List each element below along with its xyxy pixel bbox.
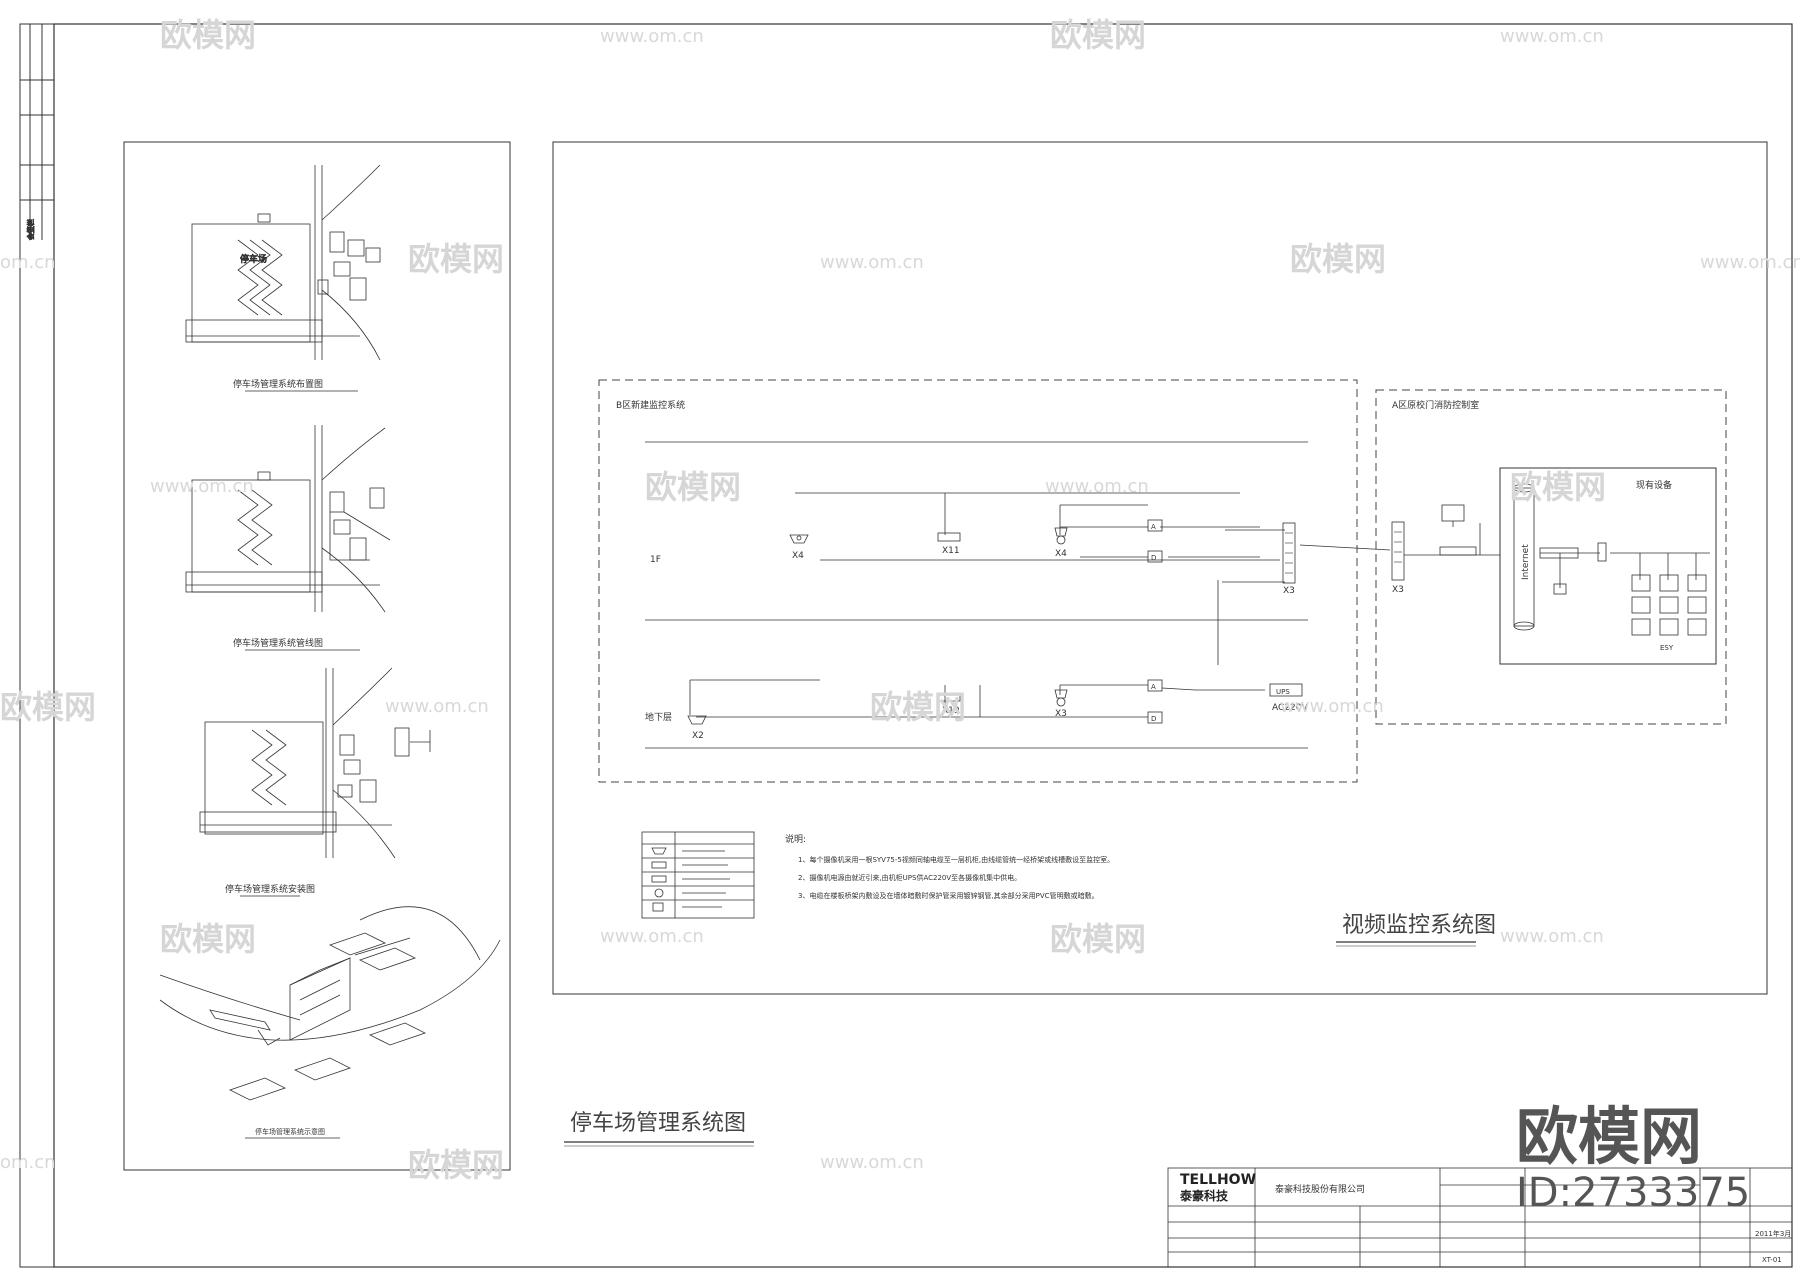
parking-layout-plan: 停车场 xyxy=(185,164,381,361)
watermark-brand: 欧模网 xyxy=(408,240,504,278)
watermark-brand: 欧模网 xyxy=(160,16,256,54)
watermark-url: www.om.cn xyxy=(600,26,704,47)
server-grid xyxy=(1631,574,1707,636)
box-a-b1-label: A xyxy=(1151,683,1156,691)
svg-text:会签栏: 会签栏 xyxy=(26,219,35,240)
zone-a-box xyxy=(1375,389,1727,725)
watermark-url: www.om.cn xyxy=(1500,926,1604,947)
internet-cylinder xyxy=(1513,483,1535,631)
watermark-url: www.om.cn xyxy=(820,252,924,273)
watermark-brand: 欧模网 xyxy=(1510,468,1606,506)
dome-camera-x3 xyxy=(1054,689,1068,707)
decoder-x19 xyxy=(937,692,961,702)
cctv-panel: B区新建监控系统 A区原校门消防控制室 1F 地下层 xyxy=(552,141,1768,995)
ac220v-label: AC220V xyxy=(1272,703,1308,713)
box-a-1f-label: A xyxy=(1151,523,1156,531)
box-d-b1 xyxy=(1147,711,1163,724)
legend-table xyxy=(641,831,755,919)
watermark-url: om.cn xyxy=(0,252,56,273)
watermark-url: www.om.cn xyxy=(385,696,489,717)
camera-x4-label: X4 xyxy=(792,551,804,561)
note-2: 2、摄像机电源由就近引来,由机柜UPS供AC220V至各摄像机集中供电。 xyxy=(798,873,1021,882)
watermark-brand: 欧模网 xyxy=(1050,16,1146,54)
parking-perspective-view xyxy=(159,906,501,1101)
parking-panel: 停车场 停车场管理系统布置图 停车场管理系统管线图 xyxy=(123,141,511,1171)
note-1: 1、每个摄像机采用一根SYV75-5视频同轴电缆至一层机柜,由线缆管统一经桥架或… xyxy=(798,855,1114,864)
parking-layout-label: 停车场管理系统布置图 xyxy=(233,378,323,390)
sheet-border: 会签栏 xyxy=(19,23,1793,1268)
decoder-x11-label: X11 xyxy=(942,546,960,556)
ups-box xyxy=(1269,683,1303,697)
floor-1f-label: 1F xyxy=(650,555,661,565)
company-logo-cn: 泰豪科技 xyxy=(1179,1188,1229,1203)
cabinet-x3 xyxy=(1282,522,1296,584)
basement-wiring xyxy=(689,679,1265,718)
stamp-id: ID:2733375 xyxy=(1516,1170,1750,1216)
cabinet-x3-zone-a xyxy=(1391,521,1405,581)
watermark-brand: 欧模网 xyxy=(160,920,256,958)
company-logo: TELLHOW xyxy=(1180,1172,1256,1188)
box-d-1f xyxy=(1147,550,1163,563)
cabinet-x3-label: X3 xyxy=(1283,586,1295,596)
company-name: 泰豪科技股份有限公司 xyxy=(1275,1183,1365,1195)
box-d-1f-label: D xyxy=(1151,554,1156,562)
camera-x2 xyxy=(687,715,707,725)
parking-wiring-plan xyxy=(185,425,391,613)
watermark-url: www.om.cn xyxy=(1045,476,1149,497)
watermark-url: www.om.cn xyxy=(1700,252,1800,273)
watermark-brand: 欧模网 xyxy=(1290,240,1386,278)
floor-1-wiring xyxy=(795,492,1391,665)
box-a-b1 xyxy=(1147,679,1163,692)
parking-perspective-label: 停车场管理系统示意图 xyxy=(255,1127,325,1136)
esy-label: ESY xyxy=(1660,644,1674,652)
internet-label: Internet xyxy=(1521,544,1531,580)
dome-camera-x3-label: X3 xyxy=(1055,709,1067,719)
parking-main-title: 停车场管理系统图 xyxy=(570,1111,746,1136)
existing-equipment-label: 现有设备 xyxy=(1636,479,1672,491)
svg-text:停车场: 停车场 xyxy=(240,253,267,265)
cabinet-x3-zone-a-label: X3 xyxy=(1392,585,1404,595)
zone-b-box xyxy=(598,379,1358,783)
box-d-b1-label: D xyxy=(1151,715,1156,723)
note-3: 3、电缆在楼板桥架内敷设及在墙体暗敷时保护管采用镀锌钢管,其余部分采用PVC管明… xyxy=(798,891,1099,900)
existing-equipment-box xyxy=(1499,467,1717,665)
decoder-x11 xyxy=(937,532,961,542)
watermark-brand: 欧模网 xyxy=(408,1146,504,1184)
watermark-url: www.om.cn xyxy=(1280,696,1384,717)
watermark-url: www.om.cn xyxy=(820,1152,924,1173)
monitor-icon xyxy=(1441,504,1465,527)
zone-b-title: B区新建监控系统 xyxy=(616,399,685,411)
zone-a-title: A区原校门消防控制室 xyxy=(1392,399,1479,411)
floor-b1-label: 地下层 xyxy=(645,711,672,723)
ups-label: UPS xyxy=(1276,688,1290,696)
stamp-brand: 欧模网 xyxy=(1516,1100,1702,1173)
box-a-1f xyxy=(1147,519,1163,532)
cctv-main-title: 视频监控系统图 xyxy=(1342,913,1496,938)
parking-install-label: 停车场管理系统安装图 xyxy=(225,883,315,895)
watermark-url: www.om.cn xyxy=(1500,26,1604,47)
watermark-brand: 欧模网 xyxy=(0,688,96,726)
watermark-brand: 欧模网 xyxy=(645,468,741,506)
dome-camera-x4-label: X4 xyxy=(1055,549,1067,559)
watermark-url: om.cn xyxy=(0,1152,56,1173)
watermark-layer: 欧模网 欧模网 欧模网 欧模网 欧模网 欧模网 欧模网 欧模网 欧模网 欧模网 … xyxy=(0,16,1800,1184)
parking-install-plan xyxy=(199,667,431,859)
watermark-brand: 欧模网 xyxy=(1050,920,1146,958)
notes-title: 说明: xyxy=(785,833,806,845)
drawing-date: 2011年3月 xyxy=(1755,1229,1791,1238)
dome-camera-x4 xyxy=(1054,527,1068,545)
decoder-x19-label: X19 xyxy=(942,706,960,716)
camera-x2-label: X2 xyxy=(692,731,704,741)
drawing-number: XT-01 xyxy=(1762,1256,1782,1264)
watermark-url: www.om.cn xyxy=(150,476,254,497)
watermark-url: www.om.cn xyxy=(600,926,704,947)
camera-x4-1f xyxy=(789,534,809,544)
watermark-brand: 欧模网 xyxy=(870,688,966,726)
parking-wiring-label: 停车场管理系统管线图 xyxy=(233,637,323,649)
title-block xyxy=(1167,1167,1793,1268)
